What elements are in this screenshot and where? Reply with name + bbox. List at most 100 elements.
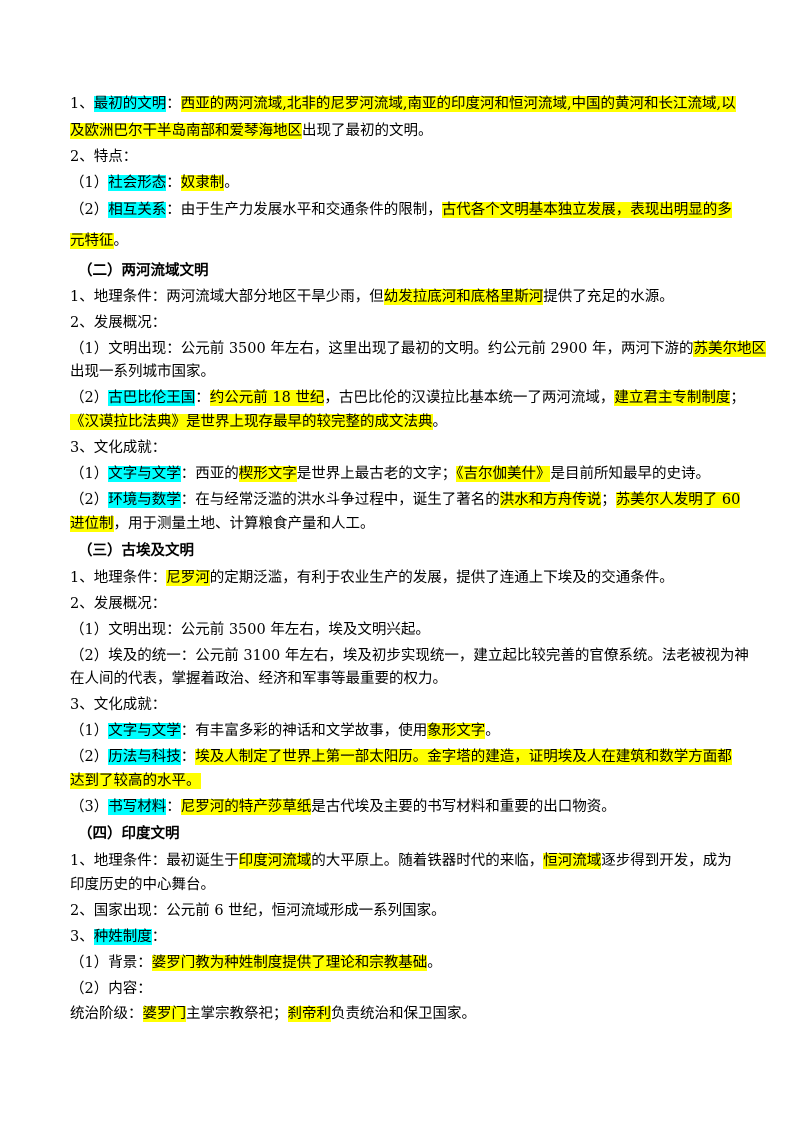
text-line: 1、地理条件：两河流域大部分地区干旱少雨，但幼发拉底河和底格里斯河提供了充足的水…	[70, 288, 740, 306]
text-segment: ：由于生产力发展水平和交通条件的限制，	[166, 202, 442, 218]
highlighted-text: 奴隶制	[180, 175, 225, 191]
text-line: （1）文明出现：公元前 3500 年左右，这里出现了最初的文明。约公元前 290…	[70, 340, 766, 358]
text-segment: 。	[485, 723, 500, 739]
highlighted-text: 尼罗河的特产莎草纸	[180, 799, 312, 815]
highlighted-text: 《汉谟拉比法典》是世界上现存最早的较完整的成文法典	[70, 414, 433, 430]
text-segment: 1、地理条件：最初诞生于	[70, 853, 239, 869]
text-line: 在人间的代表，掌握着政治、经济和军事等最重要的权力。	[70, 670, 740, 688]
text-segment: 。	[224, 175, 239, 191]
text-segment: 。	[432, 414, 448, 430]
highlighted-text: 恒河流域	[543, 853, 602, 869]
section-heading: （二）两河流域文明	[78, 262, 748, 280]
text-segment: （2）内容：	[70, 981, 152, 997]
term-label: 书写材料	[108, 799, 167, 815]
text-segment: ，用于测量土地、计算粮食产量和人工。	[113, 516, 375, 532]
highlighted-text: 刹帝利	[287, 1006, 331, 1022]
text-segment: 3、文化成就：	[70, 440, 167, 456]
text-line: 及欧洲巴尔干半岛南部和爱琴海地区出现了最初的文明。	[70, 122, 740, 140]
text-segment: 1、地理条件：	[70, 570, 167, 586]
text-segment: ：	[180, 749, 196, 765]
text-segment: 负责统治和保卫国家。	[331, 1006, 476, 1022]
text-segment: ；	[601, 492, 616, 508]
text-segment: ：有丰富多彩的神话和文学故事，使用	[180, 723, 428, 739]
text-line: 印度历史的中心舞台。	[70, 876, 740, 894]
text-segment: 是世界上最古老的文字；	[296, 466, 457, 482]
text-line: （1）背景：婆罗门教为种姓制度提供了理论和宗教基础。	[70, 954, 740, 972]
term-label: 环境与数学	[108, 492, 181, 508]
highlighted-text: 西亚的两河流域,北非的尼罗河流域,南亚的印度河和恒河流域,中国的黄河和长江流域,…	[180, 96, 736, 112]
text-line: （1）社会形态：奴隶制。	[70, 174, 740, 192]
text-segment: （1）文明出现：公元前 3500 年左右，埃及文明兴起。	[70, 622, 430, 638]
text-segment: ，古巴比伦的汉谟拉比基本统一了两河流域，	[324, 390, 615, 406]
term-label: 古巴比伦王国	[108, 390, 196, 406]
text-segment: 提供了充足的水源。	[543, 289, 674, 305]
text-line: 3、种姓制度：	[70, 928, 740, 946]
highlighted-text: 幼发拉底河和底格里斯河	[383, 289, 544, 305]
highlighted-text: 进位制	[70, 516, 114, 532]
text-line: （2）内容：	[70, 980, 740, 998]
text-line: 1、地理条件：最初诞生于印度河流域的大平原上。随着铁器时代的来临，恒河流域逐步得…	[70, 852, 740, 870]
highlighted-text: 达到了较高的水平。	[70, 773, 201, 789]
text-line: 1、地理条件：尼罗河的定期泛滥，有利于农业生产的发展，提供了连通上下埃及的交通条…	[70, 569, 740, 587]
highlighted-text: 建立君主专制制度	[614, 390, 731, 406]
text-segment: （1）背景：	[70, 955, 152, 971]
text-line: （2）相互关系：由于生产力发展水平和交通条件的限制，古代各个文明基本独立发展，表…	[70, 201, 740, 219]
highlighted-text: 苏美尔人发明了 60	[615, 492, 741, 508]
text-line: （2）环境与数学：在与经常泛滥的洪水斗争过程中，诞生了著名的洪水和方舟传说；苏美…	[70, 491, 741, 509]
text-line: （2）埃及的统一：公元前 3100 年左右，埃及初步实现统一，建立起比较完善的官…	[70, 647, 749, 665]
text-segment: 1、地理条件：两河流域大部分地区干旱少雨，但	[70, 289, 384, 305]
text-segment: （2）埃及的统一：公元前 3100 年左右，埃及初步实现统一，建立起比较完善的官…	[70, 648, 749, 664]
text-segment: 。	[113, 233, 129, 249]
text-segment: ：	[166, 175, 181, 191]
highlighted-text: 埃及人制定了世界上第一部太阳历。金字塔的建造，证明埃及人在建筑和数学方面都	[195, 749, 732, 765]
section-heading: （三）古埃及文明	[78, 542, 748, 560]
text-line: 2、发展概况：	[70, 314, 740, 332]
text-line: （2）历法与科技：埃及人制定了世界上第一部太阳历。金字塔的建造，证明埃及人在建筑…	[70, 748, 740, 766]
text-line: （3）书写材料：尼罗河的特产莎草纸是古代埃及主要的书写材料和重要的出口物资。	[70, 798, 740, 816]
text-line: 1、最初的文明：西亚的两河流域,北非的尼罗河流域,南亚的印度河和恒河流域,中国的…	[70, 95, 740, 113]
text-segment: 是目前所知最早的史诗。	[550, 466, 710, 482]
text-segment: （四）印度文明	[78, 825, 180, 842]
term-label: 历法与科技	[108, 749, 181, 765]
text-segment: 3、	[70, 929, 94, 945]
text-segment: 2、国家出现：公元前 6 世纪，恒河流域形成一系列国家。	[70, 903, 446, 919]
highlighted-text: 婆罗门教为种姓制度提供了理论和宗教基础	[151, 955, 428, 971]
highlighted-text: 尼罗河	[166, 570, 210, 586]
text-line: 2、特点：	[70, 148, 740, 166]
text-line: 进位制，用于测量土地、计算粮食产量和人工。	[70, 515, 740, 533]
term-label: 社会形态	[108, 175, 167, 191]
text-segment: 的大平原上。随着铁器时代的来临，	[311, 853, 544, 869]
text-line: （1）文明出现：公元前 3500 年左右，埃及文明兴起。	[70, 621, 740, 639]
highlighted-text: 印度河流域	[238, 853, 312, 869]
text-line: 元特征。	[70, 232, 740, 250]
text-segment: ：	[151, 929, 167, 945]
text-line: 达到了较高的水平。	[70, 772, 740, 790]
text-segment: 出现了最初的文明。	[302, 123, 433, 139]
text-segment: 2、特点：	[70, 149, 138, 165]
text-segment: 2、发展概况：	[70, 315, 167, 331]
highlighted-text: 及欧洲巴尔干半岛南部和爱琴海地区	[70, 123, 302, 139]
highlighted-text: 婆罗门	[142, 1006, 186, 1022]
text-line: （1）文字与文学：西亚的楔形文字是世界上最古老的文字；《吉尔伽美什》是目前所知最…	[70, 465, 740, 483]
text-segment: 出现一系列城市国家。	[70, 364, 215, 380]
text-segment: ：西亚的	[180, 466, 239, 482]
text-segment: ；	[730, 390, 745, 406]
text-segment: （二）两河流域文明	[78, 262, 209, 279]
text-segment: （三）古埃及文明	[78, 542, 194, 559]
text-segment: （1）	[70, 723, 109, 739]
text-line: 2、发展概况：	[70, 595, 740, 613]
text-line: 统治阶级：婆罗门主掌宗教祭祀；刹帝利负责统治和保卫国家。	[70, 1005, 740, 1023]
text-line: 2、国家出现：公元前 6 世纪，恒河流域形成一系列国家。	[70, 902, 740, 920]
highlighted-text: 苏美尔地区	[693, 341, 766, 357]
highlighted-text: 洪水和方舟传说	[499, 492, 602, 508]
term-label: 最初的文明	[93, 96, 167, 112]
text-segment: ：	[195, 390, 210, 406]
text-segment: （2）	[70, 492, 109, 508]
text-segment: 的定期泛滥，有利于农业生产的发展，提供了连通上下埃及的交通条件。	[209, 570, 674, 586]
text-segment: 2、发展概况：	[70, 596, 167, 612]
highlighted-text: 楔形文字	[238, 466, 297, 482]
text-segment: 主掌宗教祭祀；	[186, 1006, 288, 1022]
text-segment: 3、文化成就：	[70, 697, 167, 713]
text-segment: （3）	[70, 799, 109, 815]
